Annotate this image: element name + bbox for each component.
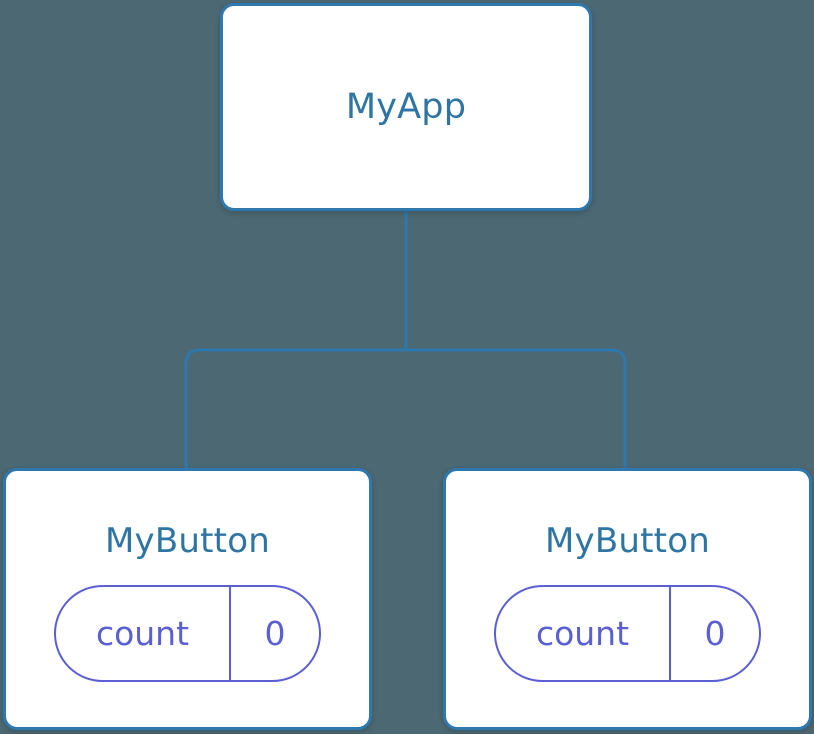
- node-card-child[interactable]: MyButton count 0: [3, 468, 372, 730]
- node-title-child: MyButton: [105, 521, 270, 561]
- node-title-root: MyApp: [345, 86, 467, 127]
- node-card-root[interactable]: MyApp: [220, 3, 592, 211]
- connector-branch-right: [406, 348, 627, 470]
- state-pill[interactable]: count 0: [54, 585, 321, 682]
- node-title-child: MyButton: [545, 521, 710, 561]
- state-value: 0: [704, 614, 726, 653]
- state-value: 0: [264, 614, 286, 653]
- connector-branch-left: [184, 348, 406, 470]
- state-key: count: [56, 587, 231, 680]
- state-key: count: [496, 587, 671, 680]
- state-pill[interactable]: count 0: [494, 585, 761, 682]
- node-card-child[interactable]: MyButton count 0: [443, 468, 812, 730]
